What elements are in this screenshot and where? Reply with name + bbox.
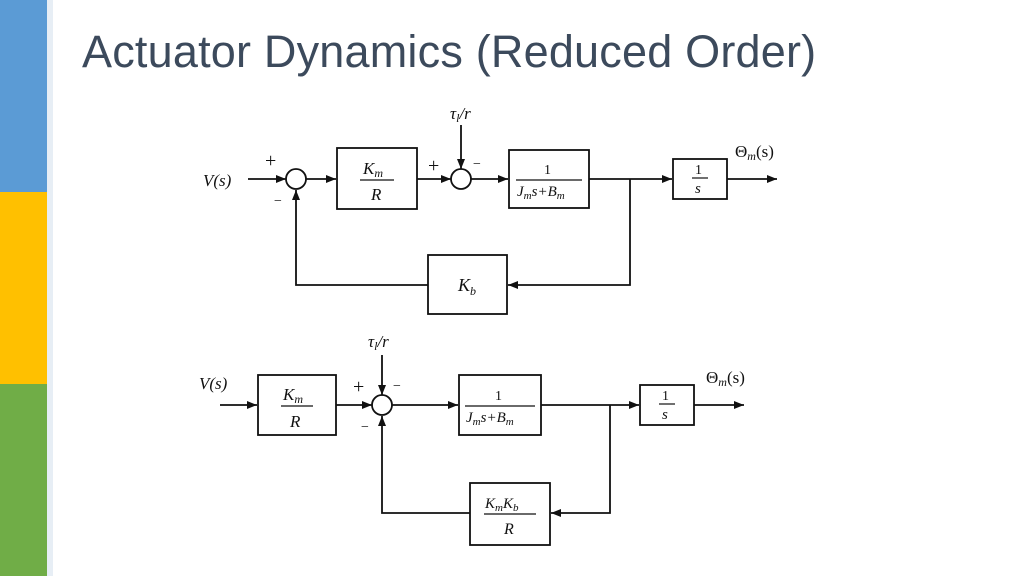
d1-sum2-plus: + [428, 155, 439, 177]
d2-feedback-arrow-in [551, 405, 611, 517]
d1-sum-junction-2 [450, 168, 472, 190]
d1-sum-junction-1 [285, 168, 307, 190]
diagram-1-labels: V(s) + − Km R τl/r + − 1 Jms+Bm 1 s Θm(s… [203, 104, 774, 298]
accent-bar-green [0, 384, 47, 576]
accent-bar-blue [0, 0, 47, 192]
d2-feedback-arrow-out [378, 416, 470, 514]
diagram-1 [248, 125, 777, 315]
d1-sum1-minus: − [274, 194, 282, 209]
d2-plant-numerator: 1 [495, 389, 502, 404]
d1-plant-denominator: Jms+Bm [517, 184, 565, 202]
d2-sum-junction [371, 394, 393, 416]
d2-feedback-block [469, 482, 551, 546]
d1-integrator-numerator: 1 [695, 163, 702, 178]
d2-gain-numerator: Km [282, 385, 303, 406]
d1-input-label: V(s) [203, 171, 232, 190]
accent-bar-edge [47, 0, 53, 576]
d2-input-label: V(s) [199, 374, 228, 393]
d2-integrator-numerator: 1 [662, 389, 669, 404]
d2-gain-denominator: R [289, 412, 301, 431]
d1-disturbance-label: τl/r [450, 104, 471, 125]
d1-feedback-label: Kb [457, 275, 476, 298]
d2-plant-denominator: Jms+Bm [466, 410, 514, 428]
diagram-2-labels: V(s) Km R τl/r + − − 1 Jms+Bm 1 s Θm(s) … [199, 332, 745, 538]
d1-plant-numerator: 1 [544, 163, 551, 178]
d1-gain-denominator: R [370, 185, 382, 204]
slide-title: Actuator Dynamics (Reduced Order) [82, 26, 817, 77]
d2-output-label: Θm(s) [706, 368, 745, 389]
d2-sum-minus-right: − [393, 379, 401, 394]
accent-bar-yellow [0, 192, 47, 384]
d1-feedback-arrow-in [508, 179, 631, 289]
d2-sum-plus: + [353, 376, 364, 398]
d1-feedback-arrow-out [292, 190, 428, 286]
d2-sum-minus-bottom: − [361, 420, 369, 435]
d1-integrator-denominator: s [695, 181, 701, 197]
d1-output-label: Θm(s) [735, 142, 774, 163]
d1-sum1-plus: + [265, 150, 276, 172]
d2-feedback-numerator: KmKb [484, 496, 519, 514]
d1-sum2-minus: − [473, 157, 481, 172]
d2-integrator-denominator: s [662, 407, 668, 423]
d2-feedback-denominator: R [503, 521, 514, 538]
d2-disturbance-label: τl/r [368, 332, 389, 353]
diagram-2 [220, 355, 744, 546]
d2-plant-block [458, 374, 542, 436]
d1-gain-numerator: Km [362, 159, 383, 180]
